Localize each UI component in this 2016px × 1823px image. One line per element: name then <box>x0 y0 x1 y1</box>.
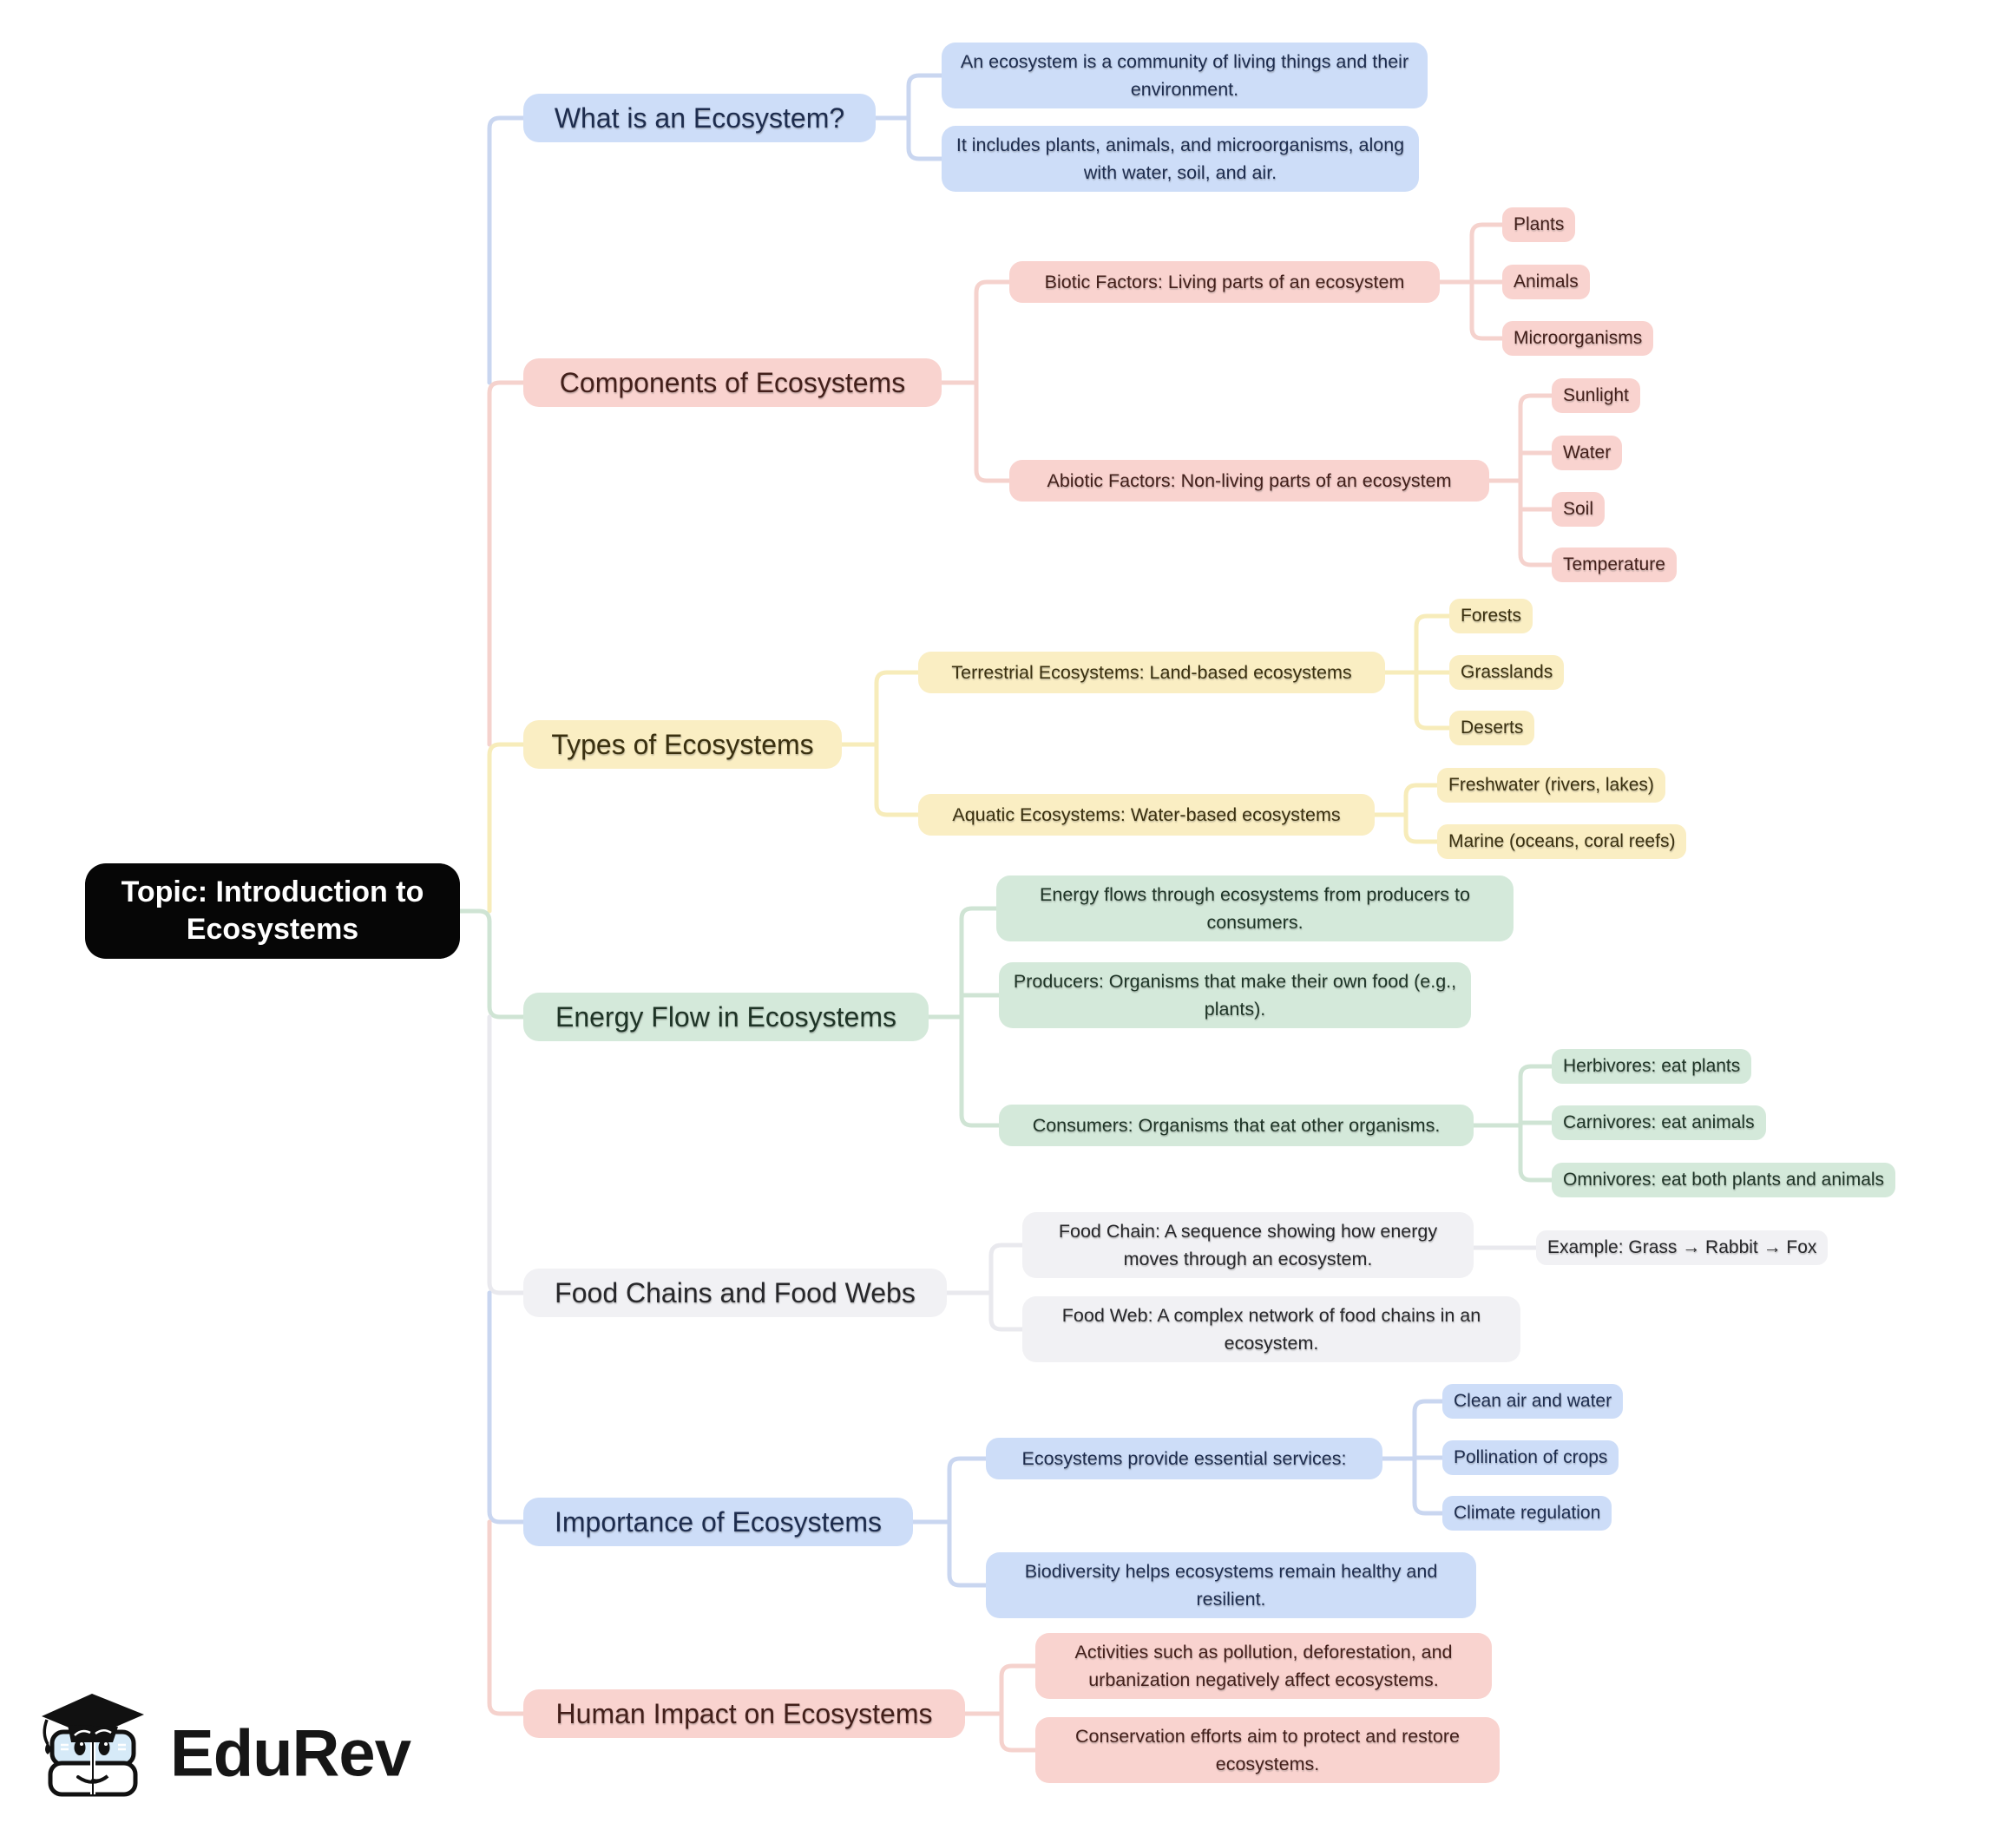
water-node: Water <box>1552 436 1623 470</box>
conservation-node: Conservation efforts aim to protect and … <box>1035 1717 1500 1783</box>
pollination-node: Pollination of crops <box>1442 1440 1619 1475</box>
abiotic-factors-node: Abiotic Factors: Non-living parts of an … <box>1009 460 1489 502</box>
biotic-factors-node: Biotic Factors: Living parts of an ecosy… <box>1009 261 1440 303</box>
spine-components <box>487 380 526 747</box>
consumers-node: Consumers: Organisms that eat other orga… <box>999 1105 1474 1146</box>
carnivores-node: Carnivores: eat animals <box>1552 1105 1766 1140</box>
deserts-node: Deserts <box>1449 711 1535 745</box>
food-chain-example-node: Example: Grass → Rabbit → Fox <box>1536 1230 1829 1265</box>
spine-importance <box>487 1290 526 1525</box>
edurev-wordmark: EduRev <box>170 1716 411 1791</box>
omnivores-node: Omnivores: eat both plants and animals <box>1552 1163 1896 1197</box>
spine-food <box>487 1014 526 1295</box>
branch-what-is-ecosystem: What is an Ecosystem? <box>523 94 876 142</box>
sunlight-node: Sunlight <box>1552 378 1640 413</box>
what-includes-node: It includes plants, animals, and microor… <box>942 126 1419 192</box>
branch-human-impact: Human Impact on Ecosystems <box>523 1689 965 1738</box>
energy-flows-node: Energy flows through ecosystems from pro… <box>996 875 1514 941</box>
freshwater-node: Freshwater (rivers, lakes) <box>1437 768 1665 803</box>
microorganisms-node: Microorganisms <box>1502 321 1654 356</box>
what-definition-node: An ecosystem is a community of living th… <box>942 43 1428 108</box>
producers-node: Producers: Organisms that make their own… <box>999 962 1471 1028</box>
branch-importance: Importance of Ecosystems <box>523 1498 913 1546</box>
food-web-node: Food Web: A complex network of food chai… <box>1022 1296 1520 1362</box>
climate-regulation-node: Climate regulation <box>1442 1496 1612 1531</box>
soil-node: Soil <box>1552 492 1606 527</box>
spine-types <box>487 742 526 914</box>
herbivores-node: Herbivores: eat plants <box>1552 1049 1752 1084</box>
activities-node: Activities such as pollution, deforestat… <box>1035 1633 1492 1699</box>
branch-energy-flow: Energy Flow in Ecosystems <box>523 993 929 1041</box>
branch-components: Components of Ecosystems <box>523 358 942 407</box>
grasslands-node: Grasslands <box>1449 655 1565 690</box>
spine-what <box>487 115 526 385</box>
branch-food-chains: Food Chains and Food Webs <box>523 1269 947 1317</box>
animals-node: Animals <box>1502 265 1590 299</box>
root-topic-node: Topic: Introduction to Ecosystems <box>85 863 460 959</box>
biodiversity-node: Biodiversity helps ecosystems remain hea… <box>986 1552 1476 1618</box>
plants-node: Plants <box>1502 207 1576 242</box>
food-chain-node: Food Chain: A sequence showing how energ… <box>1022 1212 1474 1278</box>
aquatic-node: Aquatic Ecosystems: Water-based ecosyste… <box>918 794 1375 836</box>
forests-node: Forests <box>1449 599 1533 633</box>
branch-types: Types of Ecosystems <box>523 720 842 769</box>
clean-air-water-node: Clean air and water <box>1442 1384 1624 1419</box>
marine-node: Marine (oceans, coral reefs) <box>1437 824 1687 859</box>
terrestrial-node: Terrestrial Ecosystems: Land-based ecosy… <box>918 652 1385 693</box>
edurev-mascot-icon <box>42 1694 144 1797</box>
essential-services-node: Ecosystems provide essential services: <box>986 1438 1382 1479</box>
spine-human <box>487 1519 526 1716</box>
temperature-node: Temperature <box>1552 548 1677 582</box>
spine-energy <box>456 908 526 1020</box>
